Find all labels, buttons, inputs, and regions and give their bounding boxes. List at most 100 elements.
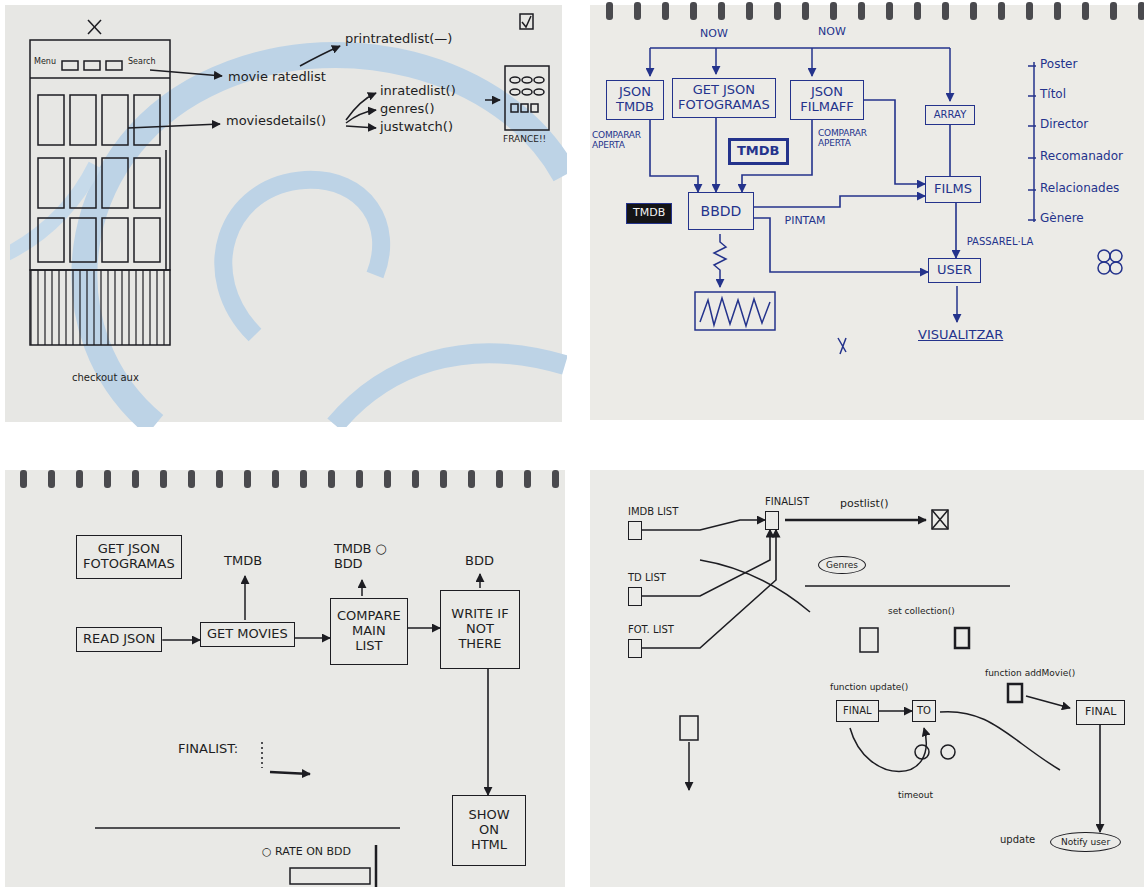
note-text: function update() [830, 682, 908, 692]
node-text: FINALIST [765, 496, 809, 508]
spiral-binding [590, 0, 1144, 20]
note-label: function update() [830, 682, 908, 692]
mini-oval [534, 77, 544, 83]
node-text: Genres [826, 560, 858, 570]
fetch-bracket [650, 47, 950, 49]
node-text: ARRAY [930, 109, 970, 121]
poster-tile [102, 218, 128, 262]
note-label: VISUALITZAR [918, 328, 1003, 343]
sketch-arrow [346, 110, 376, 123]
lookup-arrow [361, 580, 363, 596]
poster-tile [102, 158, 128, 208]
flow-connector [408, 627, 440, 629]
doc-icon [680, 716, 698, 740]
source-box: JSON TMDB [606, 80, 664, 120]
doc-icon [955, 628, 969, 648]
note-label: Search [128, 57, 155, 66]
note-label: COMPARAR APERTA [818, 128, 878, 149]
poster-tile [38, 158, 64, 208]
doc-icon [1008, 684, 1022, 702]
note-text: Search [128, 57, 155, 66]
list-square [628, 587, 642, 606]
list-square [628, 639, 642, 658]
notify-oval: Notify user [1050, 832, 1121, 852]
wireframe-sketch [30, 14, 549, 345]
squiggle-arrow [714, 234, 726, 287]
poster-tile [70, 158, 96, 208]
note-label: moviesdetails() [226, 114, 326, 129]
sketch-arrow [346, 126, 376, 128]
process-box: GET JSON FOTOGRAMAS [76, 535, 182, 579]
note-label: NOW [700, 28, 728, 41]
node-text: TD LIST [628, 572, 666, 584]
state-box: TO [912, 700, 936, 722]
node-text: JSON FILMAFF [796, 85, 858, 115]
output-box: SHOW ON HTML [452, 795, 526, 866]
note-text: checkout aux [72, 372, 139, 384]
note-text: postlist() [840, 498, 889, 511]
note-label: set collection() [888, 606, 955, 616]
note-label: timeout [898, 790, 933, 800]
poster-tile [102, 95, 128, 145]
source-box: GET JSON FOTOGRAMAS [672, 78, 776, 118]
spiral-binding [5, 466, 565, 488]
note-label: checkout aux [72, 372, 139, 384]
flow-connector [879, 710, 912, 712]
mini-oval [522, 77, 532, 83]
state-box: FINAL [836, 700, 879, 722]
node-text: WRITE IF NOT THERE [447, 607, 513, 652]
note-label: TMDB ○ BDD [334, 542, 394, 572]
note-text: Menu [34, 57, 56, 66]
note-text: genres() [380, 102, 434, 117]
divider-line [805, 585, 1010, 587]
doodle [1098, 250, 1110, 262]
note-text: ○ RATE ON BDD [262, 846, 351, 859]
node-text: READ JSON [83, 632, 155, 647]
note-text: TMDB [224, 554, 262, 569]
flow-connector [642, 530, 770, 597]
flow-connector [955, 203, 957, 258]
node-text: FILMS [934, 182, 972, 197]
mini-oval [510, 77, 520, 83]
flow-connector [650, 120, 698, 192]
paper-sheet [590, 5, 1144, 420]
mini-tile [531, 104, 538, 112]
node-text: IMDB LIST [628, 506, 678, 518]
chart-box [695, 292, 775, 330]
check-mark [522, 16, 531, 27]
crossed-box [932, 510, 948, 529]
sketch-arrow [485, 99, 500, 101]
note-text: Director [1040, 118, 1088, 132]
node-text: Notify user [1061, 837, 1110, 847]
note-text: FINALIST: [178, 742, 238, 757]
paper-sheet [5, 470, 565, 887]
header-button [106, 61, 122, 70]
note-label: postlist() [840, 498, 889, 511]
node-text: COMPARE MAIN LIST [337, 609, 401, 654]
sketch-arrow [346, 93, 376, 120]
lookup-arrow [244, 576, 246, 620]
process-box: READ JSON [76, 627, 162, 652]
list-square [628, 521, 642, 540]
note-label: COMPARAR APERTA [592, 130, 644, 151]
edge-label: PINTAM [782, 215, 829, 228]
note-text: NOW [700, 28, 728, 41]
flow-connector [295, 637, 330, 639]
note-text: Relacionades [1040, 182, 1119, 196]
list-icon: FINALIST [765, 496, 809, 530]
note-label: BDD [465, 554, 494, 569]
user-box: USER [928, 258, 981, 283]
flow-connector [864, 100, 925, 184]
node-text: FINAL [843, 705, 872, 717]
list-icon: IMDB LIST [628, 506, 678, 540]
flow-sketch [95, 574, 480, 887]
array-box: ARRAY [925, 105, 975, 125]
note-label: Recomanador [1040, 150, 1123, 164]
node-text: JSON TMDB [612, 85, 658, 115]
mini-oval [510, 89, 520, 95]
poster-tile [38, 218, 64, 262]
database-box: BBDD [688, 192, 754, 230]
header-button [62, 61, 78, 70]
